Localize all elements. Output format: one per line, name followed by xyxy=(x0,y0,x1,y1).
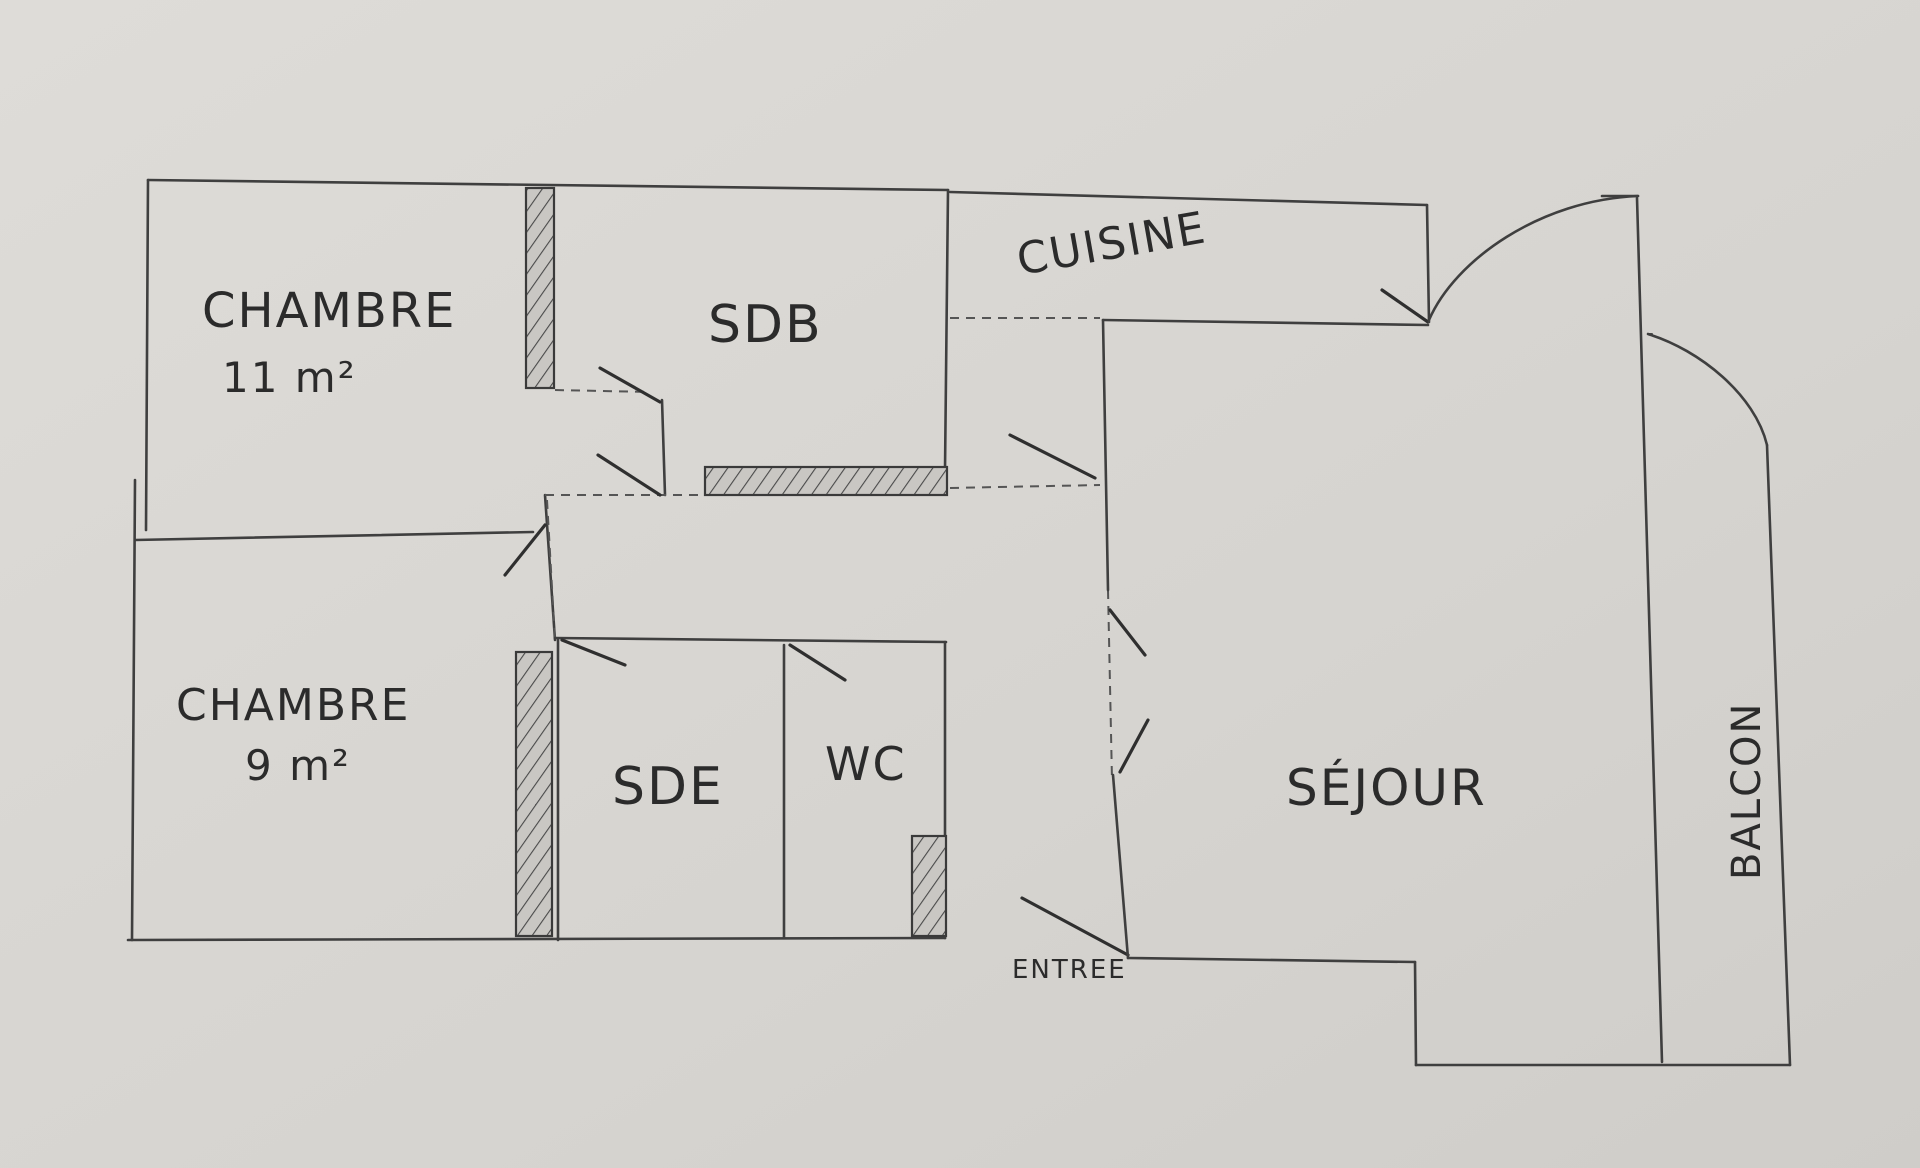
label-chambre1: CHAMBRE xyxy=(202,283,456,339)
label-entree: ENTREE xyxy=(1012,955,1127,985)
door-sde xyxy=(560,638,627,667)
door-chambre2 xyxy=(503,523,547,577)
doors xyxy=(503,288,1430,957)
closet-chambre2 xyxy=(514,650,554,938)
dashed-openings xyxy=(545,317,1113,781)
label-sde: SDE xyxy=(612,757,724,817)
right-block-walls xyxy=(948,190,1792,1067)
door-wc xyxy=(788,643,847,682)
left-block-walls xyxy=(126,178,950,942)
label-sdb: SDB xyxy=(708,295,823,355)
label-chambre2-area: 9 m² xyxy=(245,741,351,790)
label-wc: WC xyxy=(825,737,907,791)
door-sejour-1 xyxy=(1108,608,1147,657)
label-sejour: SÉJOUR xyxy=(1286,758,1487,817)
door-sdb-top xyxy=(598,366,662,404)
door-balcon xyxy=(1380,288,1430,324)
label-balcon: BALCON xyxy=(1724,702,1770,880)
label-chambre2: CHAMBRE xyxy=(176,680,410,731)
closet-sdb xyxy=(703,465,949,497)
door-cuisine xyxy=(1008,433,1097,480)
closet-wc xyxy=(910,834,948,938)
door-sdb-bottom xyxy=(596,453,662,497)
label-chambre1-area: 11 m² xyxy=(222,353,357,402)
door-sejour-2 xyxy=(1118,718,1150,774)
door-entree xyxy=(1020,896,1130,957)
closets xyxy=(514,186,949,938)
closet-chambre1 xyxy=(524,186,556,390)
